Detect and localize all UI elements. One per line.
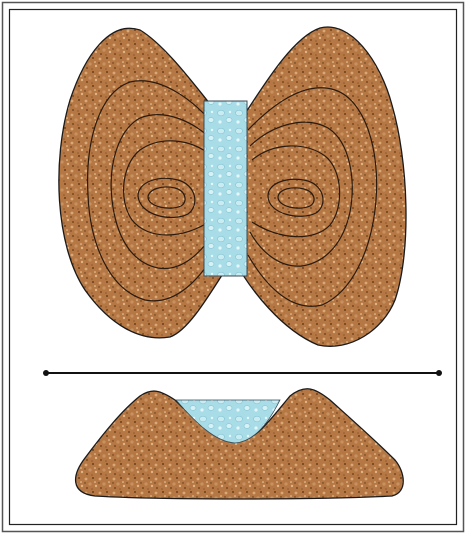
section-line-end-point: [436, 370, 442, 376]
cross-section-profile: [76, 389, 404, 499]
contour-map: [59, 27, 406, 346]
cross-section-line: [43, 370, 442, 376]
water-channel: [204, 101, 247, 276]
section-line-start-point: [43, 370, 49, 376]
